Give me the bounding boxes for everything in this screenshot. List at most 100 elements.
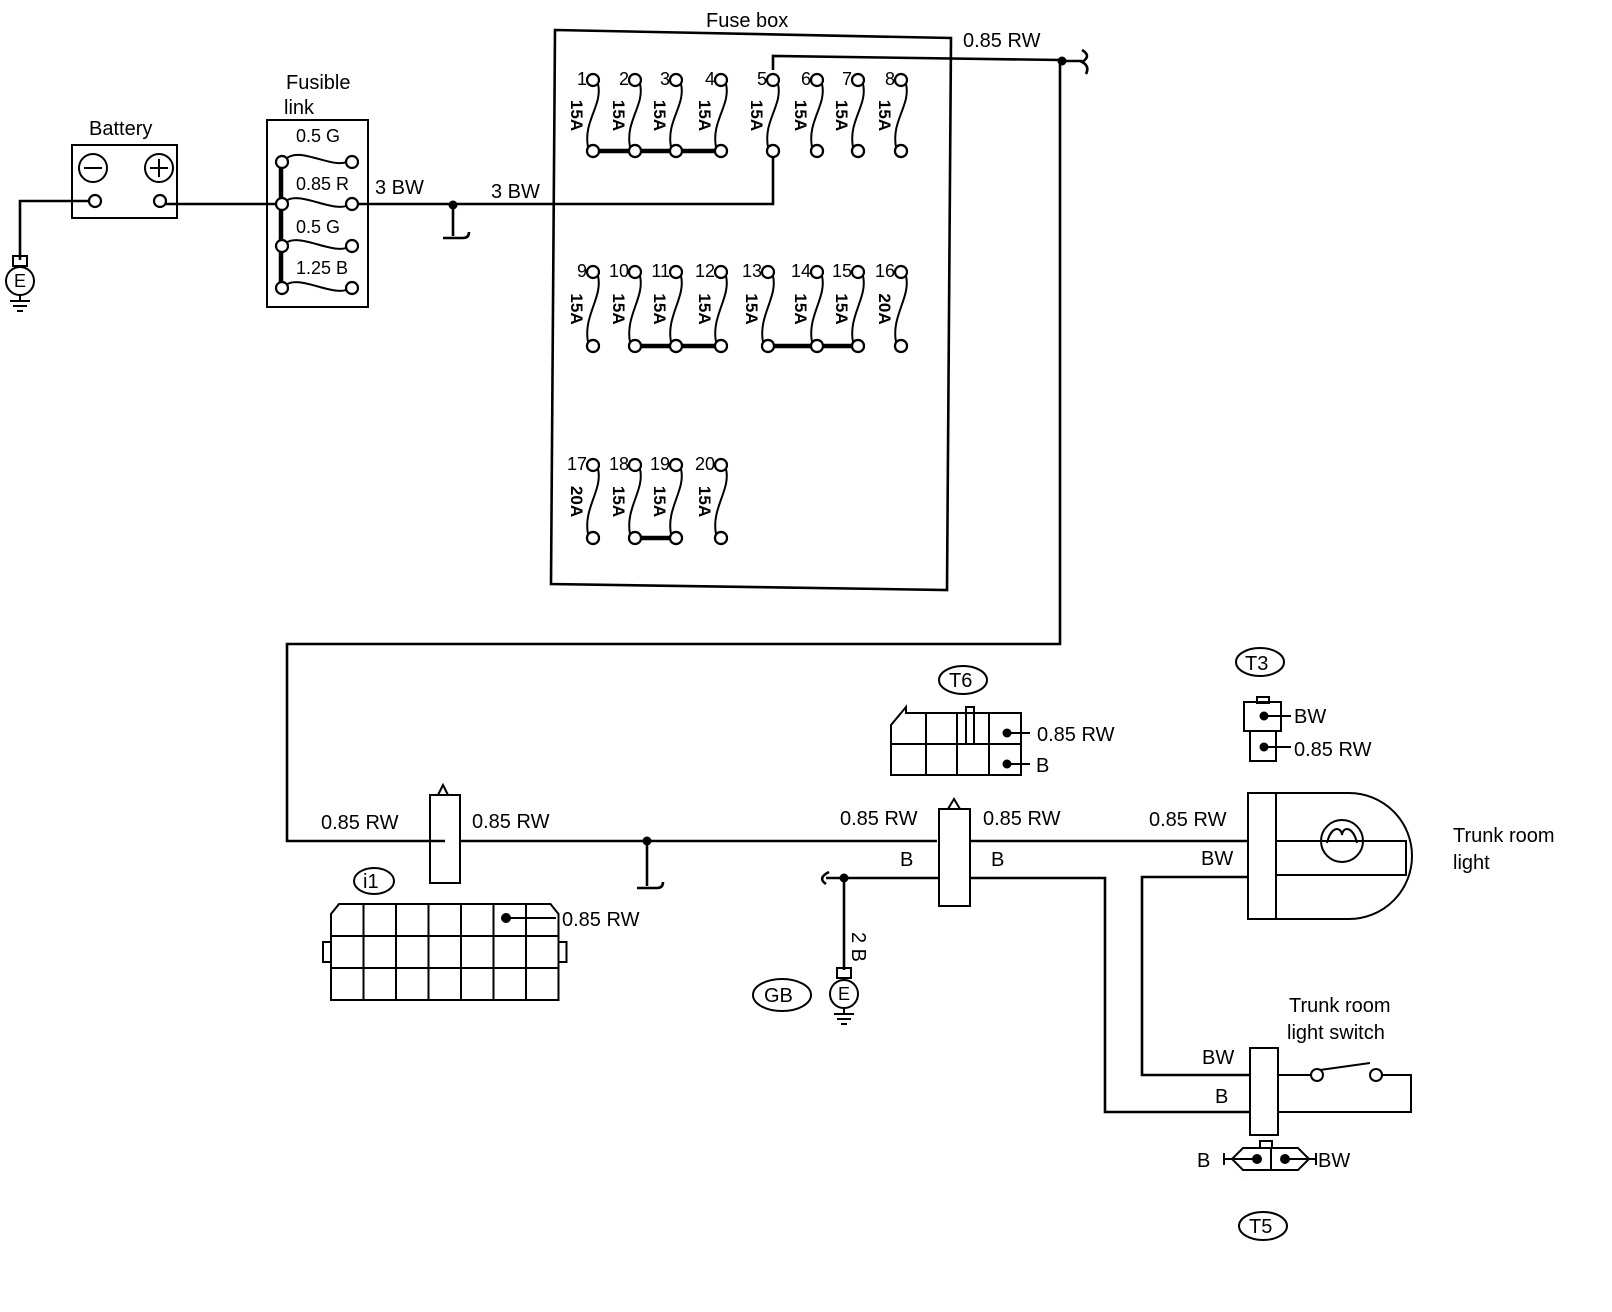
ground-symbol: E xyxy=(838,984,850,1004)
fusible-link-label-1: Fusible xyxy=(286,72,350,94)
battery-label: Battery xyxy=(89,118,152,140)
fuse-rating: 15A xyxy=(650,100,669,131)
battery-ground-wire xyxy=(18,199,89,260)
fuse-number: 2 xyxy=(619,69,629,89)
connector-t6-id: T6 xyxy=(949,670,972,692)
fuse-1: 1 15A xyxy=(567,69,601,159)
fuse-number: 18 xyxy=(609,454,629,474)
connector-i1-wire-label: 0.85 RW xyxy=(562,909,640,931)
fuse-rating: 20A xyxy=(875,293,894,324)
connector-gb-tag xyxy=(752,978,812,1012)
ground-gb: E GB xyxy=(752,967,859,1025)
wire-label-rw-top: 0.85 RW xyxy=(963,30,1041,52)
fuse-2: 2 15A xyxy=(609,69,643,159)
rw-feed-wire xyxy=(285,54,1062,843)
fuse-number: 7 xyxy=(842,69,852,89)
battery-positive-icon xyxy=(144,153,174,183)
fuse-number: 1 xyxy=(577,69,587,89)
ground-symbol: E xyxy=(14,271,26,291)
fuse-rating: 20A xyxy=(567,486,586,517)
fuse-10: 10 15A xyxy=(609,261,643,354)
fusible-link-label-2: link xyxy=(284,97,315,119)
trunk-light-connector xyxy=(1247,792,1277,920)
battery-body xyxy=(71,144,178,219)
fuse-6: 6 15A xyxy=(791,69,825,159)
fuse-box: Fuse box 115A215A315A415A515A615A715A815… xyxy=(549,10,953,592)
fuse-number: 13 xyxy=(742,261,762,281)
trunk-switch-label-2: light switch xyxy=(1287,1022,1385,1044)
wire-label-3bw-a: 3 BW xyxy=(375,177,424,199)
connector-i1-face xyxy=(322,903,568,1001)
fuse-rating: 15A xyxy=(695,486,714,517)
trunk-switch-label-1: Trunk room xyxy=(1289,995,1391,1017)
wire-label-bw-lamp: BW xyxy=(1201,848,1233,870)
fuse-number: 20 xyxy=(695,454,715,474)
bw-lamp-switch-wire xyxy=(1140,875,1250,1077)
fuse-number: 3 xyxy=(660,69,670,89)
main-feed-wire xyxy=(358,151,775,206)
trunk-light-label-1: Trunk room xyxy=(1453,825,1555,847)
wire-label-bw-switch: BW xyxy=(1202,1047,1234,1069)
connector-i1: i1 0.85 RW xyxy=(322,867,640,1001)
connector-t6-tag xyxy=(938,665,988,695)
trunk-light-label-2: light xyxy=(1453,852,1490,874)
fuse-number: 17 xyxy=(567,454,587,474)
trunk-switch-connector xyxy=(1249,1047,1279,1136)
fuse-rating: 15A xyxy=(791,293,810,324)
connector-t3-pin-rw: 0.85 RW xyxy=(1294,739,1372,761)
fuse-rating: 15A xyxy=(695,100,714,131)
switch-contact-icon xyxy=(1319,1062,1371,1071)
fuse-number: 6 xyxy=(801,69,811,89)
fuse-17: 17 20A xyxy=(567,454,601,546)
fusible-link-box xyxy=(266,119,369,308)
fuse-rating: 15A xyxy=(742,293,761,324)
fuse-rating: 15A xyxy=(609,293,628,324)
fuse-3: 3 15A xyxy=(650,69,684,159)
connector-i1-id: i1 xyxy=(363,871,379,893)
fuse-4: 4 15A xyxy=(695,69,729,159)
fusible-link-4: 1.25 B xyxy=(296,258,348,278)
connector-t3: T3 BW 0.85 RW xyxy=(1235,647,1372,762)
wire-label-b-t6-right: B xyxy=(991,849,1004,871)
fuse-number: 5 xyxy=(757,69,767,89)
fuse-box-outline xyxy=(549,28,953,592)
wire-label-rw-t6-right: 0.85 RW xyxy=(983,808,1061,830)
inline-connector-i1 xyxy=(429,794,461,884)
fuse-rating: 15A xyxy=(695,293,714,324)
trunk-room-light-switch: Trunk room light switch xyxy=(1249,995,1412,1136)
connector-t6-pin-b: B xyxy=(1036,755,1049,777)
wire-label-b-t6-left: B xyxy=(900,849,913,871)
connector-t3-pin-bw: BW xyxy=(1294,706,1326,728)
connector-t5-pin-b: B xyxy=(1197,1150,1210,1172)
battery-negative-icon xyxy=(78,153,108,183)
wire-label-b-switch: B xyxy=(1215,1086,1228,1108)
fuse-number: 10 xyxy=(609,261,629,281)
wire-label-rw-lamp: 0.85 RW xyxy=(1149,809,1227,831)
wire-label-rw-t6-left: 0.85 RW xyxy=(840,808,918,830)
fuse-number: 15 xyxy=(832,261,852,281)
fuse-rating: 15A xyxy=(609,486,628,517)
fuse-rating: 15A xyxy=(791,100,810,131)
connector-t5: B BW T5 xyxy=(1197,1140,1350,1241)
trunk-room-light: Trunk room light xyxy=(1247,792,1555,920)
fusible-link-2: 0.85 R xyxy=(296,174,349,194)
inline-connector-t6 xyxy=(938,808,971,907)
fuse-15: 15 15A xyxy=(832,261,866,354)
connector-t6-pin-rw: 0.85 RW xyxy=(1037,724,1115,746)
fuse-rating: 15A xyxy=(609,100,628,131)
fuse-18: 18 15A xyxy=(609,454,643,546)
fuse-rating: 15A xyxy=(832,293,851,324)
fuse-rating: 15A xyxy=(875,100,894,131)
fuses: 115A215A315A415A515A615A715A815A915A1015… xyxy=(567,69,909,546)
fuse-rating: 15A xyxy=(567,100,586,131)
connector-t3-id: T3 xyxy=(1245,653,1268,675)
battery-pos-terminal xyxy=(152,193,168,209)
fuse-number: 4 xyxy=(705,69,715,89)
